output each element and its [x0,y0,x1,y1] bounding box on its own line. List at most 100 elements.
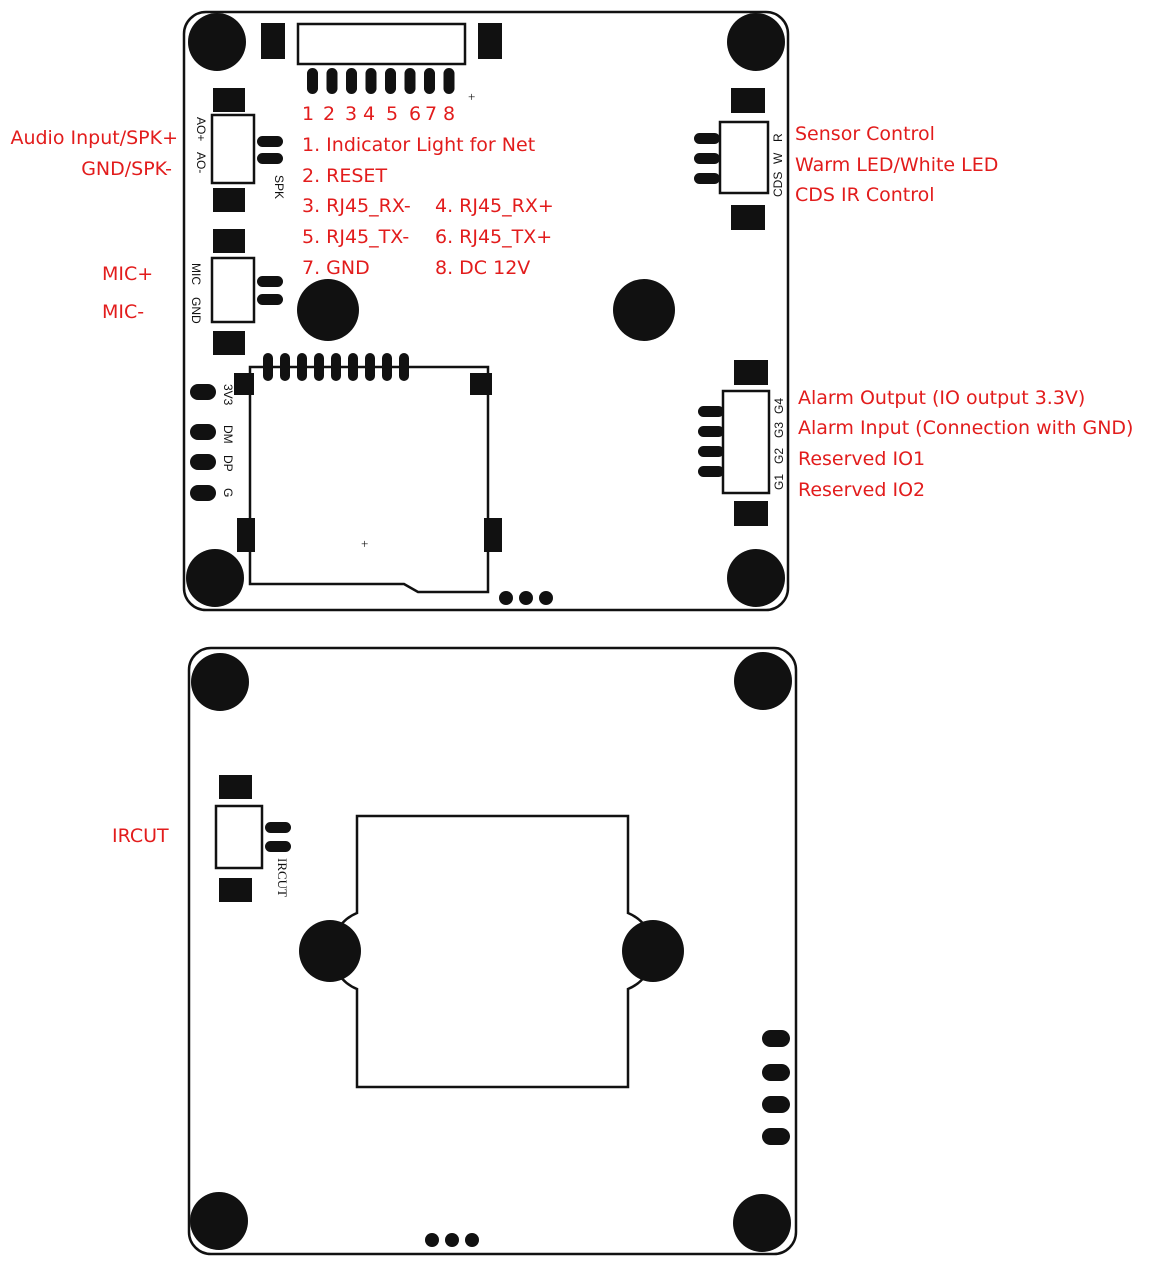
test-pad-1 [425,1233,439,1247]
silk-ao-plus: AO+ [194,117,208,141]
connector-pin [385,68,396,94]
connector-plus-mark: + [468,89,475,104]
mic-pad-bottom [213,331,245,355]
mount-hole-top-right [727,13,785,71]
sd-pin [348,353,358,381]
silk-g: G [221,488,235,497]
spk-pin-2 [257,153,283,164]
pin-number-6: 6 [409,103,421,125]
sd-card-slot: + [234,353,502,594]
sd-pin [297,353,307,381]
connector-body [296,22,467,66]
bottom-board: IRCUT IRCUT [112,646,798,1256]
mic-pad-top [213,229,245,253]
connector-tab-right [478,23,502,59]
connector-pin [326,68,338,94]
alarm-pin-4 [698,466,724,477]
silk-ircut: IRCUT [275,858,290,897]
silk-cds: CDS [771,172,785,197]
silk-3v3: 3V3 [221,384,235,406]
alarm-connector: G4 G3 G2 G1 [698,360,786,526]
usb-pad-dm [190,424,216,440]
pin-desc-8: 8. DC 12V [435,257,530,279]
silk-mic: MIC [189,263,203,285]
label-sensor-control: Sensor Control [795,123,935,145]
alarm-pin-2 [698,426,724,437]
spk-pin-1 [257,136,283,147]
pin-desc-1: 1. Indicator Light for Net [302,134,535,156]
ircut-pad-top [219,775,252,799]
mount-hole-bottom-left [186,549,244,607]
ircut-body [214,804,264,870]
pin-number-4: 4 [363,103,375,125]
sensor-pin-2 [694,153,720,164]
top-board: + 1 2 3 4 5 6 7 8 1. Indicator Light for… [10,10,1133,612]
sensor-pin-1 [694,133,720,144]
alarm-pin-1 [698,406,724,417]
pin-number-1: 1 [302,103,314,125]
center-hole-left [297,279,359,341]
connector-pins [307,68,455,94]
pin-desc-3: 3. RJ45_RX- [302,195,411,217]
sensor-pad-top [731,88,765,113]
sd-card-pins [263,353,409,381]
sd-pin [382,353,392,381]
sd-plus-mark: + [361,536,368,551]
mount-hole-bottom-right [727,549,785,607]
label-mic-minus: MIC- [102,301,144,323]
network-connector: + 1 2 3 4 5 6 7 8 [261,22,502,125]
mic-pin-1 [257,276,283,287]
ircut-pin-1 [265,822,291,833]
ircut-pad-bottom [219,878,252,902]
ircut-pin-2 [265,841,291,852]
sensor-body [718,120,770,195]
label-reserved-io1: Reserved IO1 [798,448,925,470]
spk-body [210,113,256,185]
usb-pad-g [190,485,216,501]
label-warm-led: Warm LED/White LED [795,154,998,176]
lens-hole-left [299,920,361,982]
sensor-pad-bottom [731,205,765,230]
mic-connector: MIC GND [189,229,283,355]
mount-hole-bottom-left [190,1192,248,1250]
sd-pin [365,353,375,381]
connector-pin [365,68,377,94]
connector-pin [424,68,435,94]
sensor-connector: R W CDS [694,88,785,230]
test-pad-2 [445,1233,459,1247]
sd-pin [280,353,290,381]
lens-holder-footprint [299,814,684,1089]
usb-pad-dp [190,454,216,470]
silk-g4: G4 [772,398,786,414]
usb-pads: 3V3 DM DP G [190,384,235,501]
mount-hole-bottom-right [733,1194,791,1252]
lens-hole-right [622,920,684,982]
bottom-board-outline [187,646,798,1256]
label-cds-ir: CDS IR Control [795,184,935,206]
top-board-outline [182,10,790,612]
pin-number-8: 8 [443,103,455,125]
sd-slot-outline [248,365,490,594]
spk-pad-bottom [213,188,245,212]
spk-pad-top [213,88,245,112]
sd-pin [314,353,324,381]
sd-pin [331,353,341,381]
silk-w: W [771,152,785,164]
sd-tab-top-left [234,373,254,395]
silk-g3: G3 [772,422,786,438]
speaker-connector: AO+ AO- SPK [194,88,286,212]
sd-pin [263,353,273,381]
pin-number-5: 5 [386,103,398,125]
connector-tab-left [261,23,285,59]
silk-spk: SPK [272,175,286,199]
mount-hole-top-left [191,653,249,711]
sensor-pin-3 [694,173,720,184]
center-hole-right [613,279,675,341]
test-pad-1 [499,591,513,605]
silk-g2: G2 [772,448,786,464]
mic-pin-2 [257,294,283,305]
side-pad-3 [762,1096,790,1113]
pin-desc-6: 6. RJ45_TX+ [435,226,552,248]
mount-hole-top-right [734,652,792,710]
